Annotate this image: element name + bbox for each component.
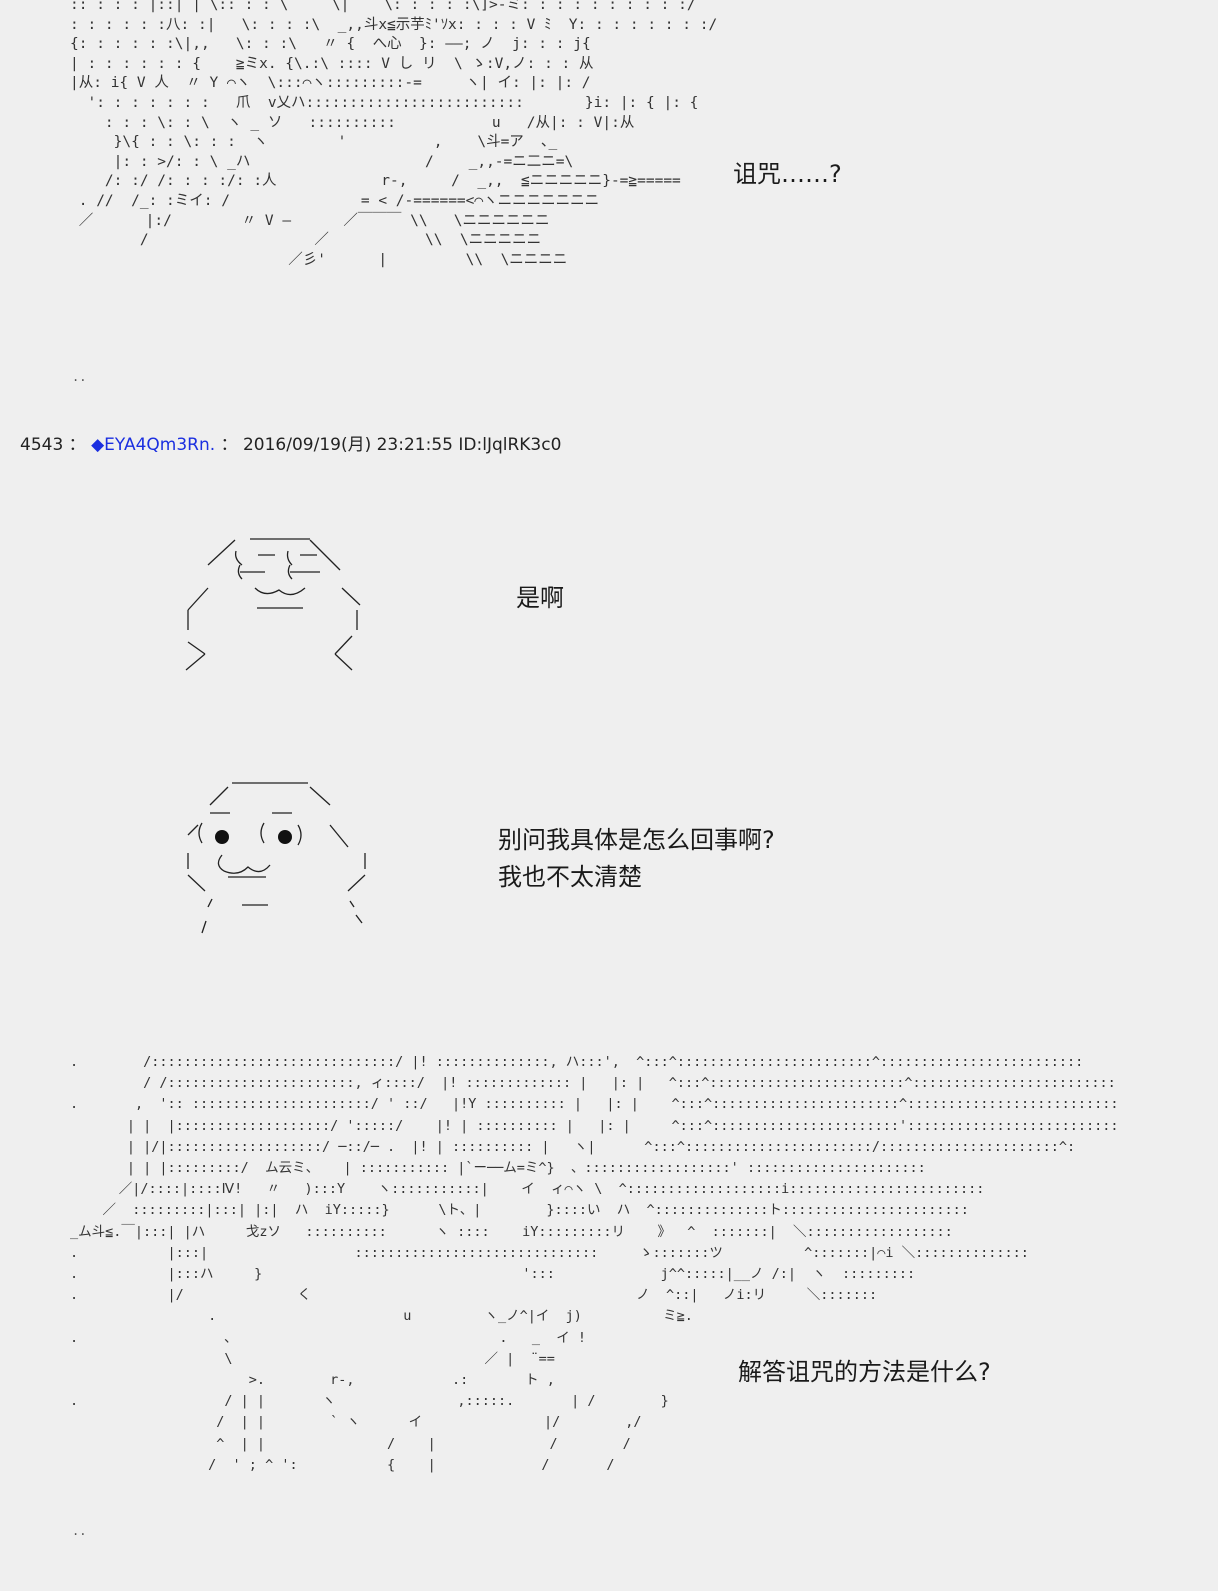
ascii-art-scene-4: . /::::::::::::::::::::::::::::::/ |! ::… — [70, 1054, 1119, 1473]
post-separator: ： — [68, 435, 86, 455]
post-id: ID:lJqlRK3c0 — [458, 435, 562, 455]
post-datetime: 2016/09/19(月) 23:21:55 — [242, 435, 453, 455]
poster-name-link[interactable]: EYA4Qm3Rn. — [104, 435, 216, 455]
dialog-yes: 是啊 — [516, 584, 564, 612]
dialog-dont-ask-line-1: 别问我具体是怎么回事啊? — [498, 826, 775, 854]
closed-eyes-face-art — [185, 538, 361, 671]
ascii-art-scene-1: :: : : : |::| | \:: : : \ \| \: : : : :\… — [70, 0, 718, 268]
separator-dots-2: .. — [72, 1524, 87, 1538]
dialog-how-to-break-curse: 解答诅咒的方法是什么? — [738, 1358, 991, 1386]
separator-dots-1: .. — [72, 370, 87, 384]
dialog-curse-question: 诅咒……? — [733, 160, 842, 188]
trip-diamond-icon: ◆ — [91, 435, 105, 455]
post-number: 4543 — [20, 435, 64, 455]
dot-eyes-face-art — [187, 782, 366, 934]
dialog-dont-ask-line-2: 我也不太清楚 — [498, 863, 642, 891]
post-date-separator: ： — [220, 435, 238, 455]
post-header: 4543 ： ◆EYA4Qm3Rn. ： 2016/09/19(月) 23:21… — [20, 430, 561, 455]
